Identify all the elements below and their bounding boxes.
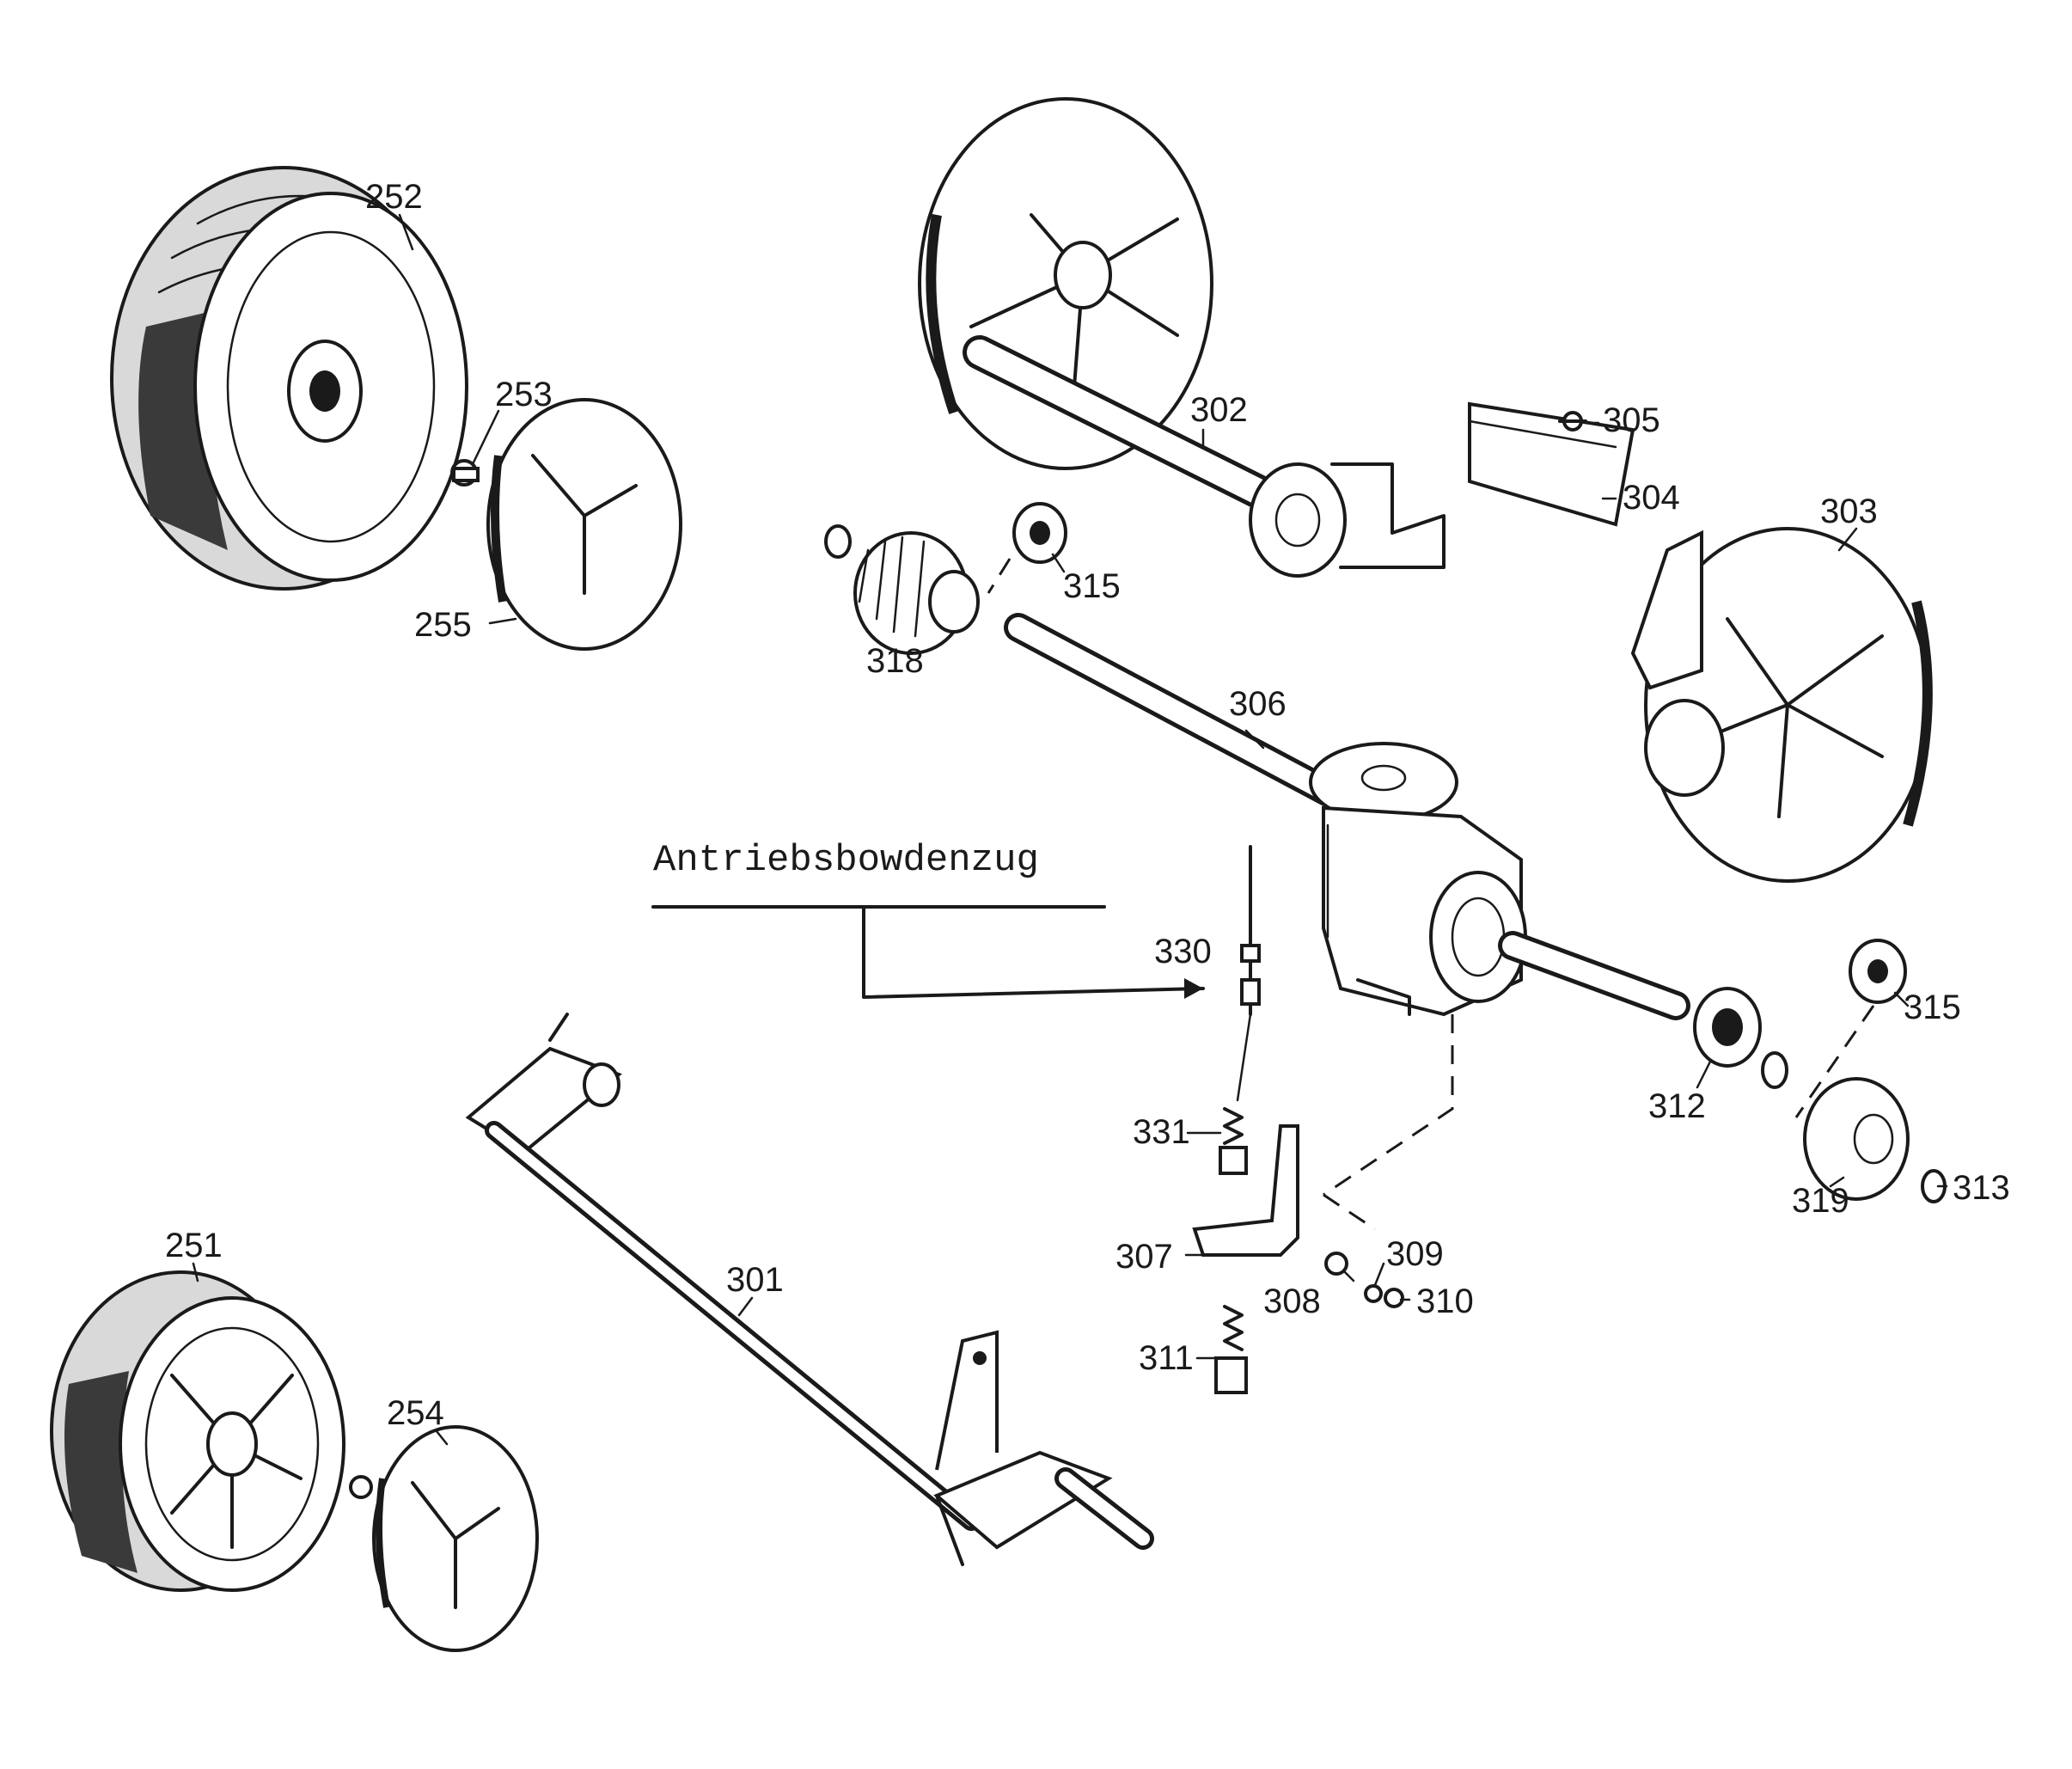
alignment-line-3 — [1323, 1014, 1454, 1231]
label-307: 307 — [1115, 1238, 1173, 1276]
washer-315-bottom — [1849, 939, 1907, 1004]
wheel-251 — [50, 1270, 345, 1592]
label-254: 254 — [387, 1394, 444, 1432]
bolt-253 — [450, 459, 480, 487]
alignment-line-2 — [1794, 1005, 1875, 1118]
label-313: 313 — [1953, 1169, 2010, 1207]
label-303: 303 — [1820, 493, 1878, 530]
screw-305 — [1558, 411, 1587, 432]
clip-318 — [824, 524, 852, 559]
label-330: 330 — [1154, 933, 1212, 970]
spring-331 — [1219, 1107, 1248, 1175]
hubcap-255 — [486, 398, 682, 651]
label-315-bottom: 315 — [1904, 989, 1961, 1026]
label-305: 305 — [1603, 401, 1660, 439]
clip-312 — [1761, 1051, 1788, 1089]
label-306: 306 — [1229, 685, 1287, 723]
label-315-top: 315 — [1063, 567, 1121, 605]
wheel-252 — [110, 166, 468, 591]
label-252: 252 — [365, 178, 423, 216]
label-319: 319 — [1792, 1182, 1849, 1220]
washer-315-top — [1012, 502, 1067, 564]
lever-307 — [1192, 1124, 1299, 1257]
cable-label: Antriebsbowdenzug — [653, 839, 1039, 882]
label-318: 318 — [866, 642, 924, 680]
bearing-312 — [1693, 987, 1762, 1068]
label-304: 304 — [1623, 479, 1680, 517]
gear-318 — [853, 531, 980, 655]
shaft-306 — [1004, 613, 1372, 823]
pulley-303 — [1630, 527, 1933, 883]
bolt-254 — [349, 1475, 373, 1499]
label-309: 309 — [1386, 1235, 1444, 1273]
label-301: 301 — [726, 1261, 784, 1299]
label-302: 302 — [1190, 391, 1248, 429]
axle-302 — [963, 335, 1446, 578]
cable-annotation: Antriebsbowdenzug — [651, 839, 1205, 999]
label-253: 253 — [495, 376, 553, 413]
arrow-head — [1184, 978, 1203, 999]
axle-301 — [465, 1013, 1154, 1566]
label-311: 311 — [1139, 1339, 1194, 1377]
gearbox — [1309, 742, 1527, 1017]
label-308: 308 — [1263, 1282, 1321, 1320]
leader-lines — [192, 213, 1948, 1446]
cable-330 — [1236, 845, 1261, 1102]
output-shaft — [1498, 931, 1690, 1020]
part-labels: 252 253 255 251 254 302 305 304 303 315 … — [165, 178, 2010, 1432]
nut-310 — [1384, 1288, 1404, 1308]
label-312: 312 — [1648, 1087, 1706, 1125]
label-331: 331 — [1133, 1113, 1190, 1151]
gear-319 — [1803, 1077, 1910, 1201]
hubcap-254 — [372, 1425, 539, 1652]
alignment-line-1 — [987, 558, 1012, 594]
label-255: 255 — [414, 606, 472, 644]
nut-308 — [1324, 1252, 1348, 1276]
spring-311 — [1214, 1305, 1248, 1394]
label-251: 251 — [165, 1227, 223, 1264]
label-310: 310 — [1416, 1282, 1474, 1320]
washer-309 — [1364, 1284, 1383, 1303]
